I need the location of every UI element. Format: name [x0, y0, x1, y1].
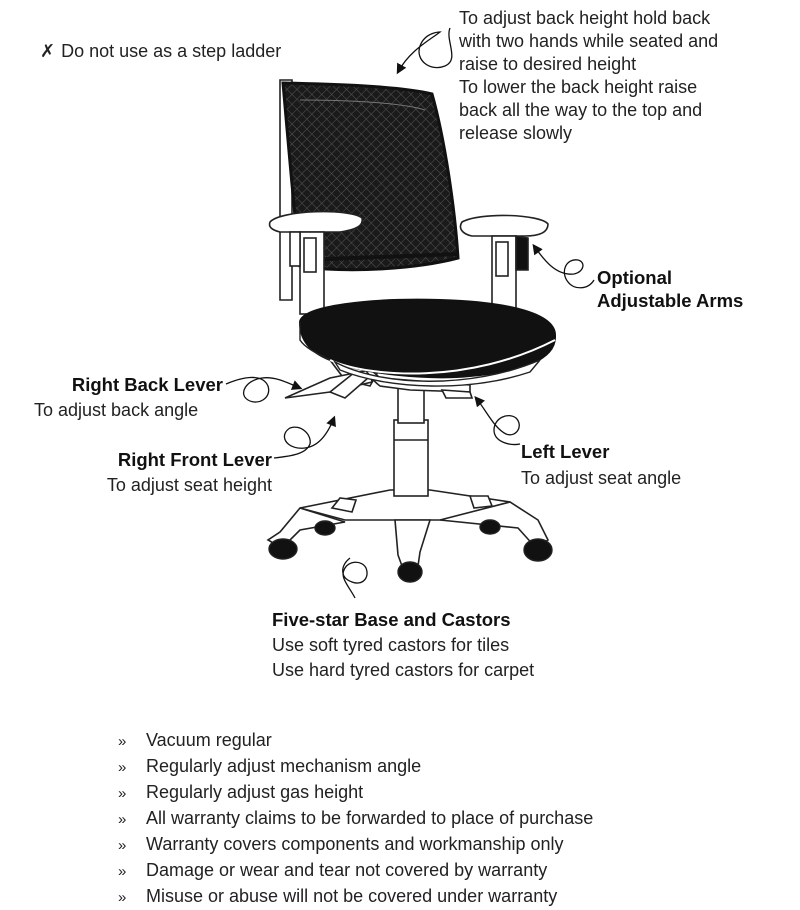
back-height-line: with two hands while seated and — [459, 31, 719, 51]
list-item: » All warranty claims to be forwarded to … — [118, 806, 593, 832]
back-height-line: raise to desired height — [459, 54, 637, 74]
bullet-icon: » — [118, 837, 127, 854]
tip-text: Regularly adjust mechanism angle — [146, 756, 422, 776]
care-tips-list: » Vacuum regular » Regularly adjust mechan… — [118, 728, 593, 910]
right-front-lever-label: Right Front Lever — [80, 448, 272, 471]
back-height-arrow — [396, 27, 453, 75]
back-height-instructions: To adjust back height hold back with two… — [459, 7, 718, 145]
left-lever-desc: To adjust seat angle — [521, 468, 682, 488]
cross-icon: ✗ — [40, 41, 56, 61]
list-item: » Warranty covers components and workmans… — [118, 832, 593, 858]
right-front-lever-desc: To adjust seat height — [106, 475, 272, 495]
right-back-lever-desc: To adjust back angle — [34, 400, 199, 420]
back-height-line: To adjust back height hold back — [459, 8, 711, 28]
warning-note: ✗Do not use as a step ladder — [40, 40, 281, 63]
right-back-lever-arrow — [225, 376, 303, 403]
annotation-arrows — [225, 27, 595, 599]
bullet-icon: » — [118, 785, 127, 802]
castors — [268, 519, 553, 583]
bullet-icon: » — [118, 733, 127, 750]
gas-lift — [393, 384, 429, 497]
tip-text: Regularly adjust gas height — [146, 782, 364, 802]
right-front-lever-arrow — [273, 415, 336, 459]
arms-arrow — [532, 243, 595, 289]
tip-text: Misuse or abuse will not be covered unde… — [146, 886, 558, 906]
five-star-base — [266, 489, 550, 567]
base-line: Use soft tyred castors for tiles — [272, 635, 510, 655]
list-item: » Misuse or abuse will not be covered und… — [118, 884, 593, 910]
seat-cushion — [298, 298, 557, 387]
warning-text: Do not use as a step ladder — [61, 41, 282, 61]
left-lever-label: Left Lever To adjust seat angle — [521, 440, 681, 490]
adjustable-arms — [268, 210, 549, 319]
list-item: » Damage or wear and tear not covered by … — [118, 858, 593, 884]
left-lever-title: Left Lever — [521, 441, 610, 462]
right-back-lever-title: Right Back Lever — [71, 374, 223, 395]
list-item: » Vacuum regular — [118, 728, 593, 754]
base-loop — [342, 557, 368, 599]
bullet-icon: » — [118, 759, 127, 776]
base-label: Five-star Base and Castors Use soft tyre… — [272, 608, 534, 682]
tip-text: All warranty claims to be forwarded to p… — [146, 808, 594, 828]
tip-text: Warranty covers components and workmansh… — [146, 834, 564, 854]
left-lever-arrow — [474, 396, 521, 446]
right-front-lever-title: Right Front Lever — [117, 449, 272, 470]
base-title: Five-star Base and Castors — [272, 609, 511, 630]
back-lower-line: release slowly — [459, 123, 573, 143]
base-line: Use hard tyred castors for carpet — [272, 660, 535, 680]
right-back-lever-label: Right Back Lever — [30, 373, 223, 396]
arms-title-line: Adjustable Arms — [597, 290, 744, 311]
list-item: » Regularly adjust mechanism angle — [118, 754, 593, 780]
list-item: » Regularly adjust gas height — [118, 780, 593, 806]
bullet-icon: » — [118, 811, 127, 828]
bullet-icon: » — [118, 863, 127, 880]
arms-label: Optional Adjustable Arms — [597, 266, 743, 312]
back-lower-line: To lower the back height raise — [459, 77, 698, 97]
tip-text: Vacuum regular — [146, 730, 272, 750]
bullet-icon: » — [118, 889, 127, 906]
right-front-lever-desc-wrap: To adjust seat height — [60, 474, 272, 497]
tip-text: Damage or wear and tear not covered by w… — [146, 860, 548, 880]
back-lower-line: back all the way to the top and — [459, 100, 703, 120]
arms-title-line: Optional — [597, 267, 673, 288]
